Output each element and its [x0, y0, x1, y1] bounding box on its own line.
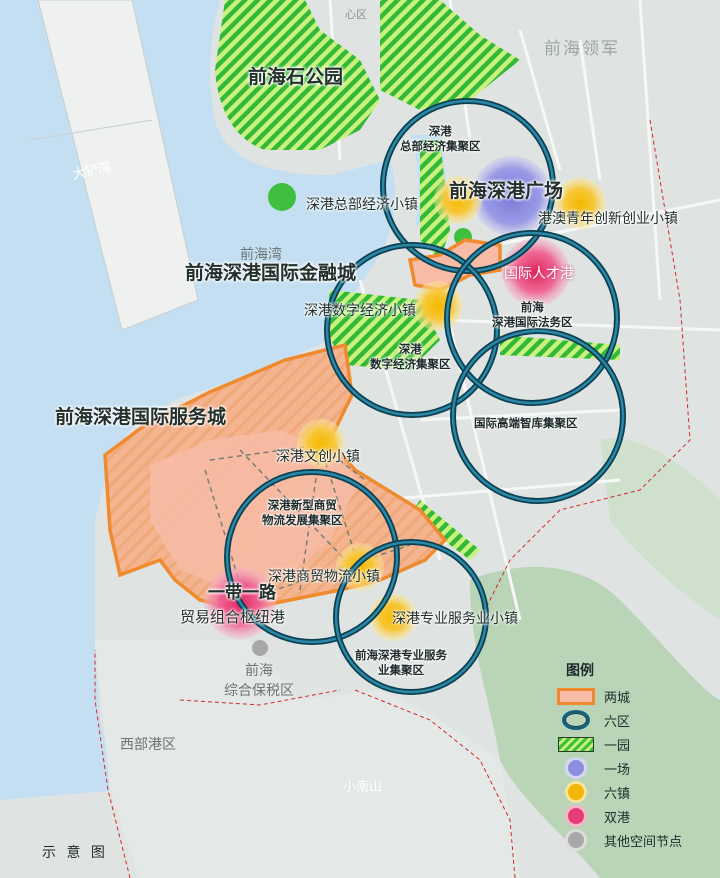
- legend-item-park: 一园: [556, 732, 706, 756]
- dachan-pier: [37, 0, 199, 331]
- legend-item-port: 双港: [556, 804, 706, 828]
- label-service-city: 前海深港国际服务城: [55, 406, 227, 428]
- label-service-district: 前海深港专业服务 业集聚区: [355, 648, 447, 677]
- culture-town-marker: [297, 419, 345, 467]
- south-hills: [470, 566, 720, 878]
- town-dot-icon: [568, 784, 584, 800]
- label-culture-town: 深港文创小镇: [276, 449, 360, 465]
- label-talent-port: 国际人才港: [504, 266, 574, 282]
- port-boundary: [94, 650, 516, 878]
- legal-district-ring: [444, 230, 620, 406]
- east-hills: [600, 438, 720, 620]
- district-rings: [224, 98, 626, 695]
- pier-line: [29, 119, 153, 141]
- park-south: [410, 500, 480, 560]
- label-xiaonanshan: 小南山: [343, 780, 383, 795]
- legend-label: 双港: [604, 810, 631, 826]
- legend-label: 一场: [604, 762, 631, 778]
- digital-district-ring: [324, 242, 500, 418]
- park-north-strip: [380, 0, 520, 110]
- legend-label: 六镇: [604, 786, 631, 802]
- label-youth-town: 港澳青年创新创业小镇: [538, 211, 678, 227]
- label-logistics-district: 深港新型商贸 物流发展集聚区: [262, 498, 343, 527]
- label-qianhai-port: 前海湾: [240, 247, 282, 263]
- label-digital-district: 深港 数字经济集聚区: [370, 342, 451, 371]
- logistics-district-ring: [224, 469, 400, 645]
- legend-label: 两城: [604, 690, 631, 706]
- park-river: [500, 335, 620, 360]
- label-digital-town: 深港数字经济小镇: [304, 303, 416, 319]
- label-plaza: 前海深港广场: [449, 180, 564, 202]
- youth-town-marker: [554, 177, 606, 229]
- qianhai-stone-park: [215, 0, 380, 150]
- label-west-port: 西部港区: [120, 737, 176, 753]
- label-belt-road-1: 一带一路: [208, 583, 276, 603]
- thinktank-district-ring: [450, 328, 626, 504]
- legend-item-district: 六区: [556, 708, 706, 732]
- label-thinktank-district: 国际高端智库集聚区: [474, 416, 578, 430]
- service-district-ring: [333, 539, 489, 695]
- legend-item-town: 六镇: [556, 780, 706, 804]
- park-hatch-icon: [558, 736, 594, 752]
- label-bonded-zone-2: 综合保税区: [224, 683, 294, 699]
- digital-town-marker: [413, 281, 463, 331]
- label-service-town: 深港专业服务业小镇: [392, 611, 518, 627]
- label-stone-park: 前海石公园: [248, 66, 344, 88]
- hq-district-ring: [380, 98, 556, 274]
- label-bonded-zone-1: 前海: [245, 663, 273, 679]
- node-dot-icon: [568, 832, 584, 848]
- port-dot-icon: [568, 808, 584, 824]
- district-ring-icon: [562, 710, 590, 730]
- label-center-area: 心区: [345, 8, 367, 21]
- legend-title: 图例: [566, 663, 594, 679]
- legend-label: 一园: [604, 738, 631, 754]
- small-green-dot: [268, 183, 296, 211]
- western-port-land: [95, 640, 520, 878]
- east-boundary: [479, 119, 691, 621]
- watermark: 前海领军: [544, 39, 620, 59]
- caption: 示 意 图: [42, 845, 108, 861]
- legend-label: 六区: [604, 714, 631, 730]
- label-hq-district: 深港 总部经济集聚区: [400, 124, 481, 153]
- label-finance-city: 前海深港国际金融城: [185, 262, 357, 284]
- legend: 图例 两城 六区 一园 一场 六镇 双港 其他空间节点: [556, 660, 706, 852]
- label-hq-town: 深港总部经济小镇: [306, 197, 418, 213]
- label-belt-road-2: 贸易组合枢纽港: [180, 608, 286, 626]
- city-area-icon: [557, 687, 595, 705]
- park-digital: [325, 290, 440, 370]
- hq-town-marker: [434, 176, 482, 224]
- label-legal-district: 前海 深港国际法务区: [492, 300, 573, 329]
- plaza-dot-icon: [568, 760, 584, 776]
- legend-item-node: 其他空间节点: [556, 828, 706, 852]
- legend-item-city: 两城: [556, 684, 706, 708]
- label-logistics-town: 深港商贸物流小镇: [268, 569, 380, 585]
- legend-item-plaza: 一场: [556, 756, 706, 780]
- other-node-marker: [252, 640, 268, 656]
- plaza-marker: [472, 156, 552, 236]
- legend-label: 其他空间节点: [604, 834, 683, 850]
